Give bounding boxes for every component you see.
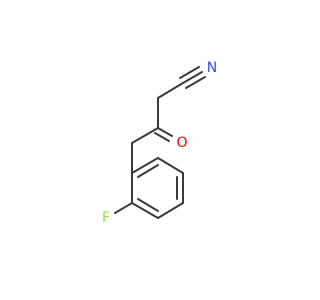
nitrile-bond-a bbox=[182, 71, 203, 84]
carbonyl-bond-b bbox=[154, 132, 170, 142]
atom-f-label: F bbox=[102, 210, 110, 226]
ring-bond-5 bbox=[131, 202, 159, 219]
c-f-bond bbox=[114, 202, 133, 214]
ring-bond-1 bbox=[131, 157, 159, 174]
ch2-nitrile-bond bbox=[157, 82, 184, 99]
ch2-carbonyl-bond bbox=[131, 127, 159, 144]
structure-diagram: F O N bbox=[102, 60, 217, 226]
ring-inner-bond-1 bbox=[137, 164, 159, 178]
ring-bond-2 bbox=[157, 157, 184, 174]
carbonyl-bond-a bbox=[157, 127, 173, 137]
nitrile-bond-b bbox=[179, 66, 200, 79]
nitrile-bond-c bbox=[185, 76, 206, 89]
ring-bond-4 bbox=[157, 202, 184, 219]
atom-n-label: N bbox=[207, 60, 217, 76]
ring-inner-bond-3 bbox=[137, 198, 159, 212]
atom-o-label: O bbox=[176, 135, 187, 151]
